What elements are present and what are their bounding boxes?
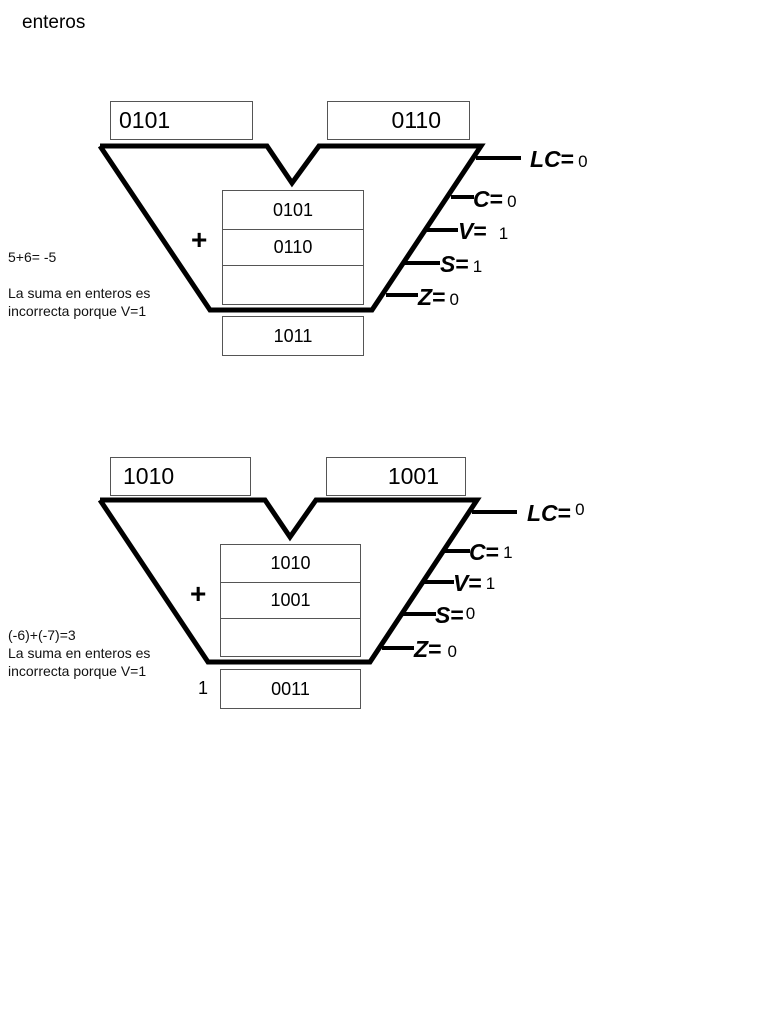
flag-v: V=1: [458, 218, 509, 244]
plus-sign: +: [190, 578, 207, 609]
explanation-note: La suma en enteros es incorrecta porque …: [8, 645, 151, 679]
flag-v: V=1: [453, 570, 496, 596]
input-a-value: 0101: [119, 107, 171, 133]
flag-z: Z=0: [414, 636, 457, 662]
input-a-box: 0101: [110, 101, 253, 140]
result-value: 0011: [271, 678, 310, 699]
alu-outline: [97, 143, 486, 313]
flag-c: C=0: [473, 186, 517, 212]
operand-top-value: 1010: [270, 553, 311, 573]
alu-diagram-2: [97, 497, 517, 665]
flag-s: S=0: [435, 602, 476, 628]
operand-bottom-value: 0110: [273, 237, 313, 257]
operand-top-box: 0101: [222, 190, 364, 230]
operand-top-value: 0101: [272, 199, 314, 220]
flag-z: Z=0: [418, 284, 459, 310]
flag-v-value: 1: [498, 224, 509, 243]
empty-row-box: [220, 618, 361, 657]
explanation-note: La suma en enteros es incorrecta porque …: [8, 285, 151, 319]
flag-v-value: 1: [485, 574, 496, 593]
input-b-box: 1001: [326, 457, 466, 496]
flag-c-value: 1: [503, 543, 513, 562]
page-title: enteros: [22, 12, 86, 33]
flag-z-value: 0: [447, 642, 457, 661]
empty-row-box: [222, 265, 364, 305]
flag-s: S=1: [440, 251, 483, 277]
operand-bottom-value: 1001: [270, 590, 311, 610]
flag-s-value: 0: [465, 604, 476, 623]
alu-diagram-1: [97, 143, 521, 313]
result-box: 0011: [220, 669, 361, 709]
input-a-value: 1010: [123, 463, 175, 489]
input-b-value: 1001: [387, 463, 439, 489]
flag-lc: LC=0: [530, 146, 588, 172]
input-b-box: 0110: [327, 101, 470, 140]
flag-lc: LC=0: [527, 500, 585, 526]
flag-c: C=1: [469, 539, 513, 565]
input-b-value: 0110: [391, 107, 441, 133]
equation-note: (-6)+(-7)=3: [8, 627, 76, 643]
operand-top-box: 1010: [220, 544, 361, 583]
plus-sign: +: [191, 224, 208, 255]
result-box: 1011: [222, 316, 364, 356]
input-a-box: 1010: [110, 457, 251, 496]
flag-c-value: 0: [507, 192, 517, 211]
flag-lc-value: 0: [578, 152, 588, 171]
operand-bottom-box: 0110: [222, 229, 364, 266]
flag-s-value: 1: [472, 257, 483, 276]
flag-lc-value: 0: [575, 500, 585, 519]
alu-outline: [97, 497, 482, 665]
carry-out: 1: [198, 678, 209, 698]
equation-note: 5+6= -5: [8, 249, 57, 265]
operand-bottom-box: 1001: [220, 582, 361, 619]
result-value: 1011: [273, 325, 313, 346]
flag-z-value: 0: [449, 290, 459, 309]
